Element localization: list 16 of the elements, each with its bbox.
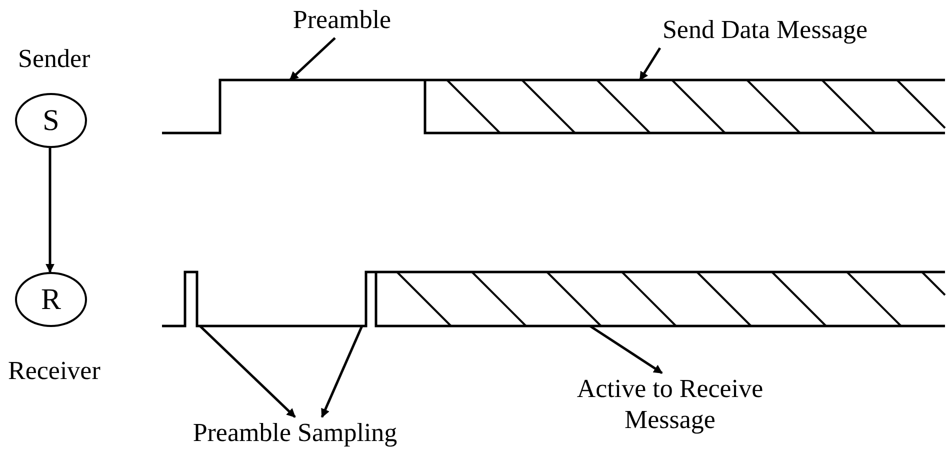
sender-waveform-drawing	[160, 78, 946, 134]
node-caption: Receiver	[8, 356, 100, 386]
annotation-text: Send Data Message	[605, 14, 925, 48]
arrow	[199, 325, 296, 418]
annotation-text: Active to Receive Message	[530, 373, 810, 439]
annotation-text: Preamble Sampling	[150, 417, 440, 449]
arrow	[638, 47, 662, 81]
node-circle: R	[15, 272, 87, 327]
node-caption: Sender	[18, 44, 90, 74]
annotation-text: Preamble	[262, 4, 422, 38]
arrow	[289, 37, 336, 81]
arrow	[589, 324, 663, 374]
arrow	[46, 148, 54, 273]
node-circle: S	[15, 93, 87, 148]
arrow	[320, 326, 364, 418]
receiver-waveform-drawing	[160, 270, 946, 328]
